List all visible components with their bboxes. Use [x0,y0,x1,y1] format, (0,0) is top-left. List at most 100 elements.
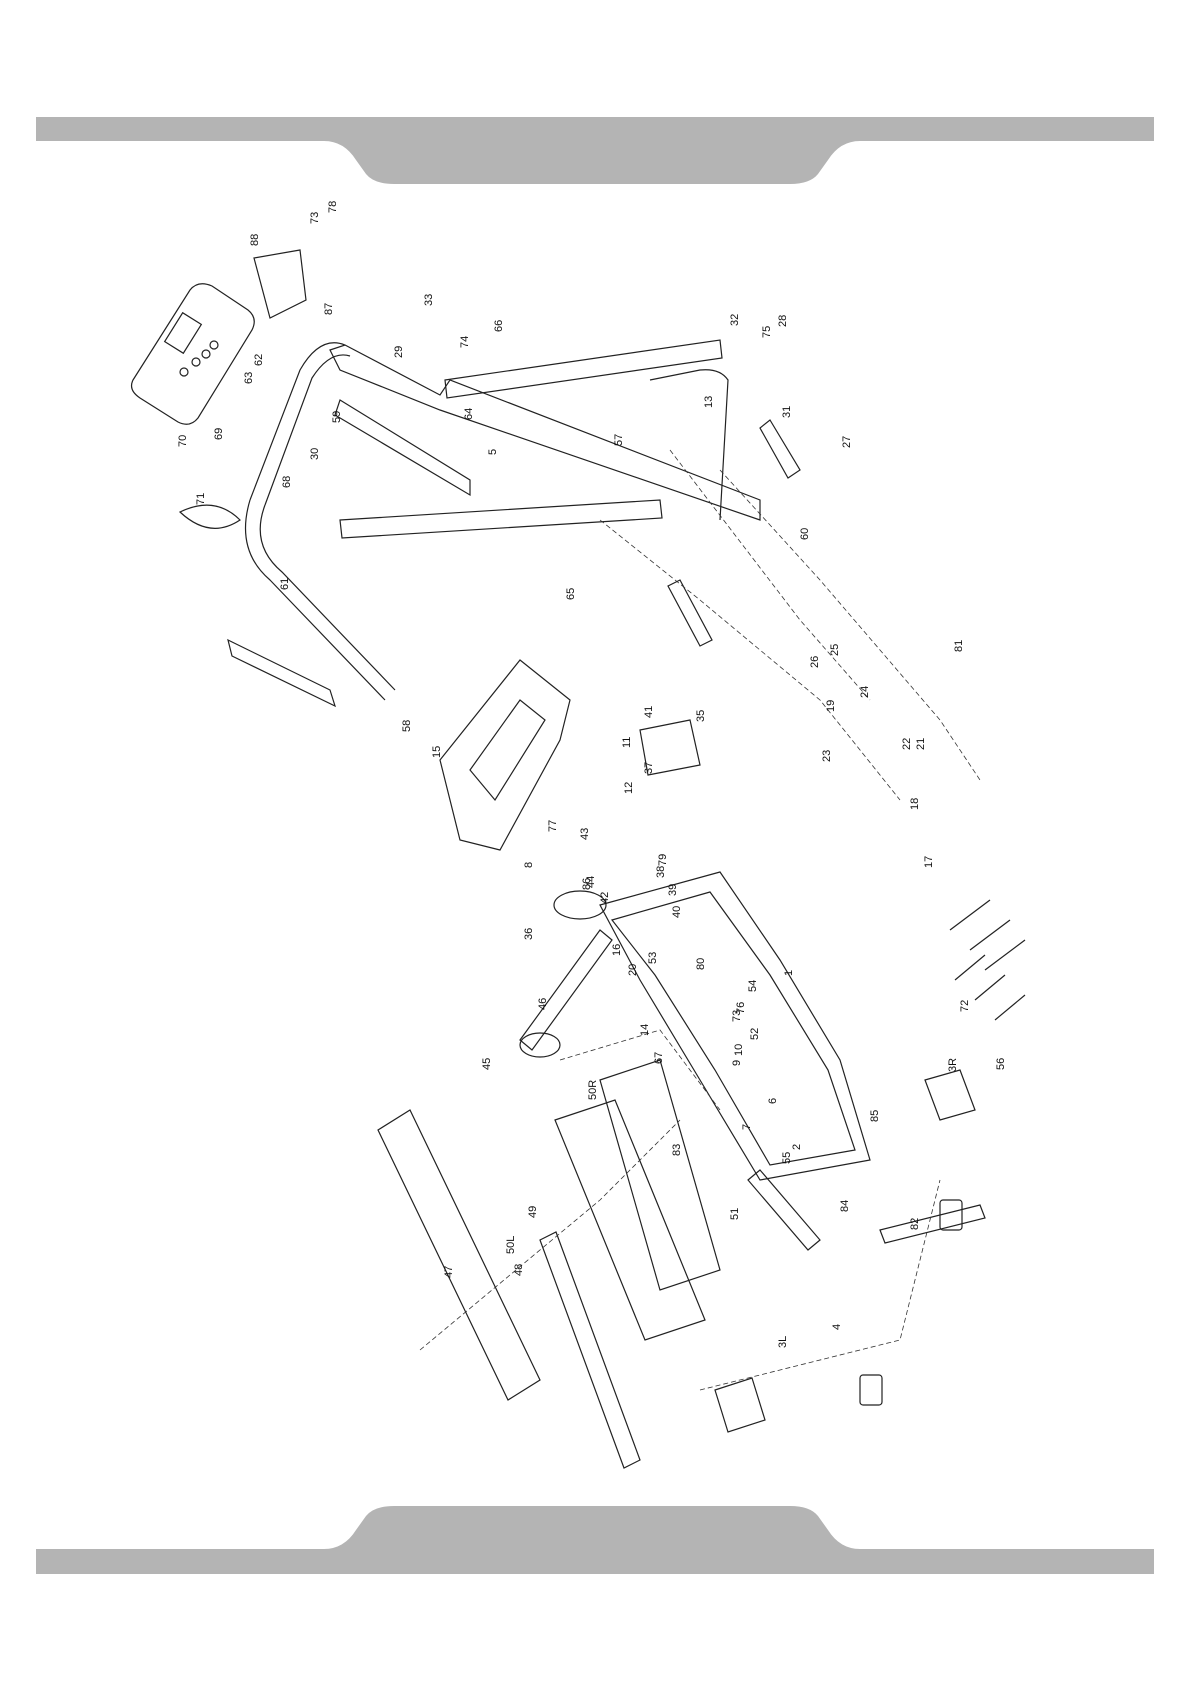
footer-band [36,1506,1154,1574]
header-band [36,117,1154,184]
part-label: 25 [829,644,841,656]
part-label: 66 [493,320,505,332]
part-label: 50L [505,1236,517,1254]
part-label: 18 [909,798,921,810]
part-label: 21 [915,738,927,750]
part-label: 17 [923,856,935,868]
part-label: 81 [953,640,965,652]
part-label: 37 [643,762,655,774]
part-label: 72 [959,1000,971,1012]
part-label: 73 [309,212,321,224]
part-label: 27 [841,436,853,448]
part-label: 82 [909,1218,921,1230]
part-label: 56 [995,1058,1007,1070]
part-label: 19 [825,700,837,712]
part-label: 43 [579,828,591,840]
part-label: 54 [747,980,759,992]
part-label: 26 [809,656,821,668]
part-label: 1 [783,970,795,976]
console-assembly [132,250,306,424]
rollers [520,891,985,1250]
part-label: 75 [761,326,773,338]
part-label: 44 [585,876,597,888]
part-label: 85 [869,1110,881,1122]
part-label: 80 [695,958,707,970]
deck-and-belt [378,1060,720,1468]
part-label: 68 [281,476,293,488]
part-label: 5 [487,449,499,455]
part-label: 30 [309,448,321,460]
part-label: 78 [327,201,339,213]
part-label: 42 [599,892,611,904]
part-label: 77 [547,820,559,832]
part-label: 3R [947,1058,959,1072]
part-label: 57 [613,434,625,446]
part-labels: 8873788770696362302933746466596857161585… [177,201,1007,1348]
part-label: 35 [695,710,707,722]
part-label: 48 [513,1264,525,1276]
part-label: 83 [671,1144,683,1156]
upright-frame [180,340,800,706]
part-label: 55 [781,1152,793,1164]
part-label: 24 [859,686,871,698]
part-label: 38 [655,866,667,878]
part-label: 49 [527,1206,539,1218]
part-label: 8 [523,862,535,868]
part-label: 7 [741,1124,753,1130]
part-label: 10 [733,1044,745,1056]
part-label: 71 [195,493,207,505]
part-label: 52 [749,1028,761,1040]
part-label: 53 [647,952,659,964]
part-label: 36 [523,928,535,940]
part-label: 76 [735,1002,747,1014]
part-label: 65 [565,588,577,600]
part-label: 61 [279,578,291,590]
part-label: 16 [611,944,623,956]
part-label: 47 [443,1266,455,1278]
part-label: 50R [587,1080,599,1100]
part-label: 31 [781,406,793,418]
part-label: 67 [653,1052,665,1064]
part-label: 64 [463,408,475,420]
part-label: 15 [431,746,443,758]
part-label: 58 [401,720,413,732]
part-label: 51 [729,1208,741,1220]
part-label: 60 [799,528,811,540]
part-label: 88 [249,234,261,246]
guide-lines [420,450,980,1390]
part-label: 9 [731,1060,743,1066]
part-label: 22 [901,738,913,750]
part-label: 6 [767,1098,779,1104]
rear-end-caps [715,1070,975,1432]
part-label: 20 [627,964,639,976]
part-label: 62 [253,354,265,366]
part-label: 13 [703,396,715,408]
part-label: 74 [459,336,471,348]
part-label: 63 [243,372,255,384]
part-label: 32 [729,314,741,326]
part-label: 11 [621,737,633,748]
part-label: 45 [481,1058,493,1070]
part-label: 79 [657,854,669,866]
part-label: 29 [393,346,405,358]
part-label: 4 [831,1324,843,1330]
part-label: 33 [423,294,435,306]
part-label: 59 [331,411,343,423]
part-label: 84 [839,1200,851,1212]
part-label: 69 [213,428,225,440]
part-label: 41 [643,706,655,718]
part-label: 2 [791,1144,803,1150]
part-label: 14 [639,1024,651,1036]
part-label: 40 [671,906,683,918]
part-label: 3L [777,1336,789,1348]
part-label: 12 [623,782,635,794]
motor-frame [600,720,870,1180]
part-label: 23 [821,750,833,762]
part-label: 39 [667,884,679,896]
part-label: 28 [777,315,789,327]
part-label: 87 [323,303,335,315]
part-label: 46 [537,998,549,1010]
part-label: 70 [177,435,189,447]
